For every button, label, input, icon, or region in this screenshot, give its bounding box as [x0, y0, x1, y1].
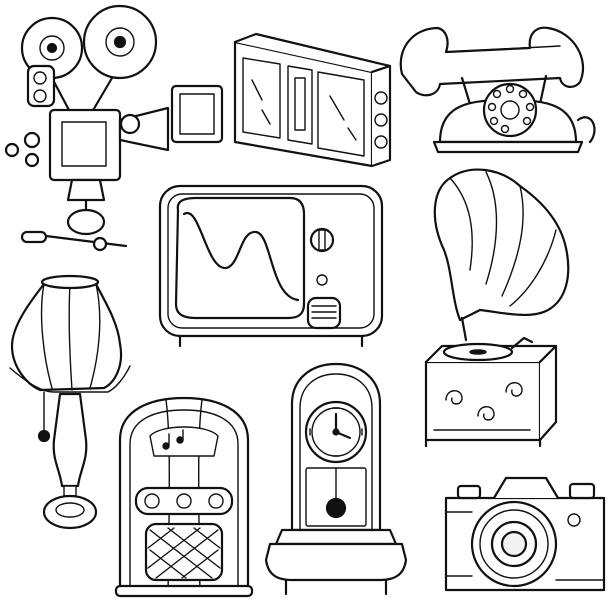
- rotary-telephone-icon: [399, 26, 596, 154]
- pendulum-clock-icon: [264, 362, 408, 596]
- vintage-camera-icon: [444, 476, 606, 592]
- transistor-radio-icon: [233, 32, 392, 168]
- retro-television-icon: [158, 184, 384, 348]
- gramophone-icon: [424, 168, 570, 448]
- tiffany-lamp-icon: [9, 274, 131, 530]
- film-projector-icon: [4, 4, 224, 252]
- jukebox-icon: [114, 396, 254, 598]
